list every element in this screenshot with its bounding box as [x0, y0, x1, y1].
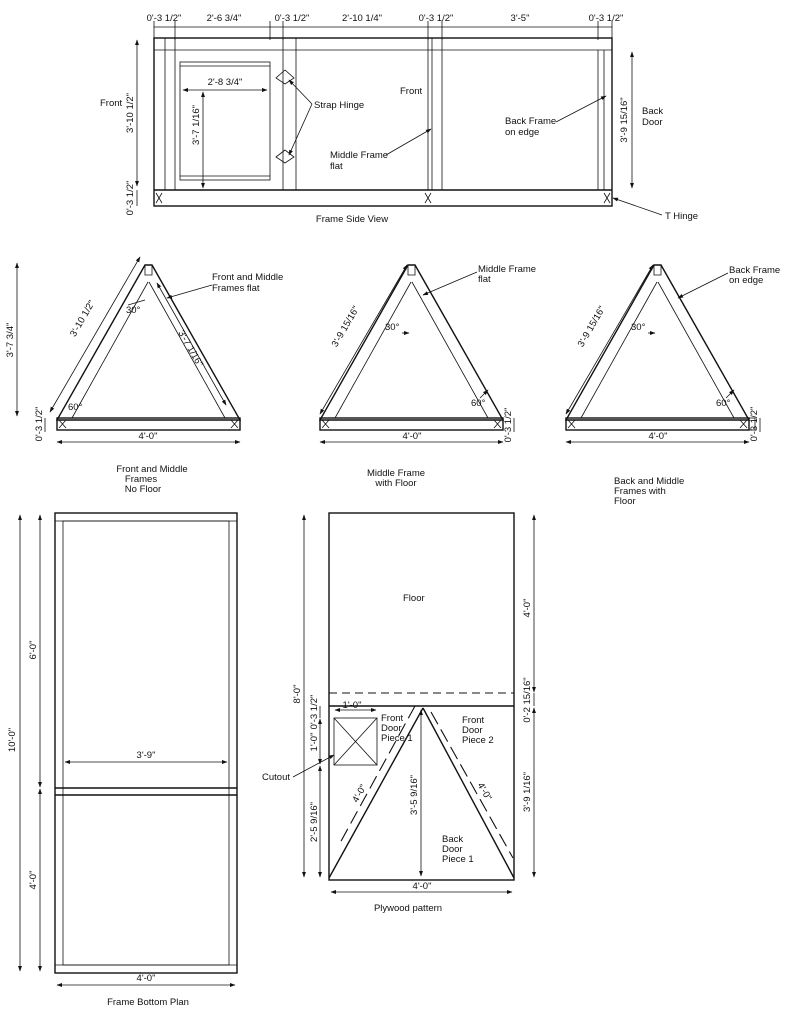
- frame-side-view: 0'-3 1/2" 2'-6 3/4" 0'-3 1/2" 2'-10 1/4"…: [100, 13, 698, 225]
- front-door-frame: [179, 61, 271, 181]
- frame1-caption-1: Front and Middle: [116, 464, 187, 475]
- ply-dim-cut-height: 1'-0": [309, 733, 320, 752]
- front2-label-2: Door: [462, 725, 483, 736]
- t-hinge-label: T Hinge: [665, 211, 698, 222]
- frame1-note-2: Frames flat: [212, 283, 260, 294]
- frame-back-middle-with-floor: 3'-9 15/16" 0'-3 1/2" 4'-0" 30° 60° Back…: [564, 264, 780, 507]
- floor-label: Floor: [403, 593, 425, 604]
- back-door-label-1: Back: [642, 106, 663, 117]
- bottom-dim-width: 4'-0": [137, 973, 156, 984]
- plywood-sheet-outline: [328, 512, 515, 881]
- frame1-caption-3: No Floor: [125, 484, 161, 495]
- ply-dim-right-gap: 0'-2 15/16": [522, 677, 533, 722]
- frame1-angle-bottom: 60°: [68, 402, 83, 413]
- dim-right-height: 3'-9 15/16": [619, 97, 630, 142]
- dim-top-3: 0'-3 1/2": [275, 13, 310, 24]
- front1-label-3: Piece 1: [381, 733, 413, 744]
- back-label-1: Back: [442, 834, 463, 845]
- ply-dim-right-lower: 3'-9 1/16": [522, 772, 533, 812]
- frame1-angle-top: 30°: [126, 305, 141, 316]
- front2-label-1: Front: [462, 715, 485, 726]
- frame3-caption-3: Floor: [614, 496, 636, 507]
- front-mid-label: Front: [400, 86, 423, 97]
- frame1-dim-left: 3'-10 1/2": [68, 299, 98, 339]
- frame2-dim-base: 4'-0": [403, 431, 422, 442]
- frame2-dim-left: 3'-9 15/16": [330, 304, 362, 349]
- ply-dim-cut-width: 1'-0": [343, 700, 362, 711]
- strap-hinge-label: Strap Hinge: [314, 100, 364, 111]
- ply-dim-left-lower: 2'-5 9/16": [309, 802, 320, 842]
- back-label-3: Piece 1: [442, 854, 474, 865]
- frame2-note-1: Middle Frame: [478, 264, 536, 275]
- front2-label-3: Piece 2: [462, 735, 494, 746]
- back-frame-label-1: Back Frame: [505, 116, 556, 127]
- side-top-dimensions: 0'-3 1/2" 2'-6 3/4" 0'-3 1/2" 2'-10 1/4"…: [147, 13, 624, 40]
- dim-top-2: 2'-6 3/4": [207, 13, 242, 24]
- plywood-pattern: Cutout Floor Front Door Piece 1 Front Do…: [262, 512, 536, 914]
- bottom-dim-upper: 6'-0": [28, 641, 39, 660]
- frame2-angle-top: 30°: [385, 322, 400, 333]
- dim-left-height: 3'-10 1/2": [125, 93, 136, 133]
- frame3-note-1: Back Frame: [729, 265, 780, 276]
- dim-inner-height: 3'-7 1/16": [191, 105, 202, 145]
- frame3-note-2: on edge: [729, 275, 763, 286]
- frame-front-middle-no-floor: 3'-10 1/2" 3'-7 1/16" 3'-7 3/4" 0'-3 1/2…: [5, 256, 283, 495]
- front1-label-1: Front: [381, 713, 404, 724]
- frame3-angle-bottom: 60°: [716, 398, 731, 409]
- cutout-label: Cutout: [262, 772, 290, 783]
- strap-hinge-top-icon: [275, 69, 295, 85]
- frame1-note-1: Front and Middle: [212, 272, 283, 283]
- frame3-caption-1: Back and Middle: [614, 476, 684, 487]
- dim-top-4: 2'-10 1/4": [342, 13, 382, 24]
- frame1-dim-base: 4'-0": [139, 431, 158, 442]
- side-view-title: Frame Side View: [316, 214, 388, 225]
- bottom-dim-lower: 4'-0": [28, 871, 39, 890]
- cutout-box: [333, 717, 378, 766]
- ply-dim-cut-offset: 0'-3 1/2": [309, 695, 320, 730]
- frame1-caption-2: Frames: [125, 474, 157, 485]
- frame1-dim-base-h: 0'-3 1/2": [34, 407, 45, 442]
- middle-frame-label-2: flat: [330, 161, 343, 172]
- back-frame-label-2: on edge: [505, 127, 539, 138]
- dim-left-base: 0'-3 1/2": [125, 181, 136, 216]
- dim-top-5: 0'-3 1/2": [419, 13, 454, 24]
- frame2-dim-base-h: 0'-3 1/2": [503, 408, 514, 443]
- side-frame-outline: [153, 37, 613, 207]
- frame-bottom-plan: 10'-0" 6'-0" 4'-0" 3'-9" 4'-0" Frame Bot…: [7, 512, 238, 1008]
- frame3-dim-left: 3'-9 15/16": [576, 304, 608, 349]
- dim-top-7: 0'-3 1/2": [589, 13, 624, 24]
- bottom-dim-mid-width: 3'-9": [137, 750, 156, 761]
- back-door-label-2: Door: [642, 117, 663, 128]
- ply-dim-center-height: 3'-5 9/16": [409, 775, 420, 815]
- dim-top-6: 3'-5": [511, 13, 530, 24]
- frame1-dim-height: 3'-7 3/4": [5, 323, 16, 358]
- ply-dim-right-floor: 4'-0": [522, 599, 533, 618]
- dim-inner-width: 2'-8 3/4": [208, 77, 243, 88]
- bottom-plan-outline: [54, 512, 238, 974]
- front-left-label: Front: [100, 98, 123, 109]
- strap-hinge-bottom-icon: [275, 149, 295, 164]
- frame3-dim-base: 4'-0": [649, 431, 668, 442]
- ply-dim-left-total: 8'-0": [292, 685, 303, 704]
- plywood-title: Plywood pattern: [374, 903, 442, 914]
- frame2-caption-1: Middle Frame: [367, 468, 425, 479]
- ply-dim-diag-right: 4'-0": [475, 781, 494, 803]
- middle-frame-label-1: Middle Frame: [330, 150, 388, 161]
- frame1-dim-right: 3'-7 1/16": [175, 329, 205, 369]
- frame3-dim-base-h: 0'-3 1/2": [749, 407, 760, 442]
- frame3-caption-2: Frames with: [614, 486, 666, 497]
- back-label-2: Door: [442, 844, 463, 855]
- bottom-plan-title: Frame Bottom Plan: [107, 997, 189, 1008]
- frame2-caption-2: with Floor: [374, 478, 416, 489]
- frame2-note-2: flat: [478, 274, 491, 285]
- frame2-angle-bottom: 60°: [471, 398, 486, 409]
- dim-top-1: 0'-3 1/2": [147, 13, 182, 24]
- frame3-angle-top: 30°: [631, 322, 646, 333]
- frame-middle-with-floor: 3'-9 15/16" 0'-3 1/2" 4'-0" 30° 60° Midd…: [318, 264, 536, 489]
- front1-label-2: Door: [381, 723, 402, 734]
- bottom-dim-total: 10'-0": [7, 728, 18, 752]
- ply-dim-base: 4'-0": [413, 881, 432, 892]
